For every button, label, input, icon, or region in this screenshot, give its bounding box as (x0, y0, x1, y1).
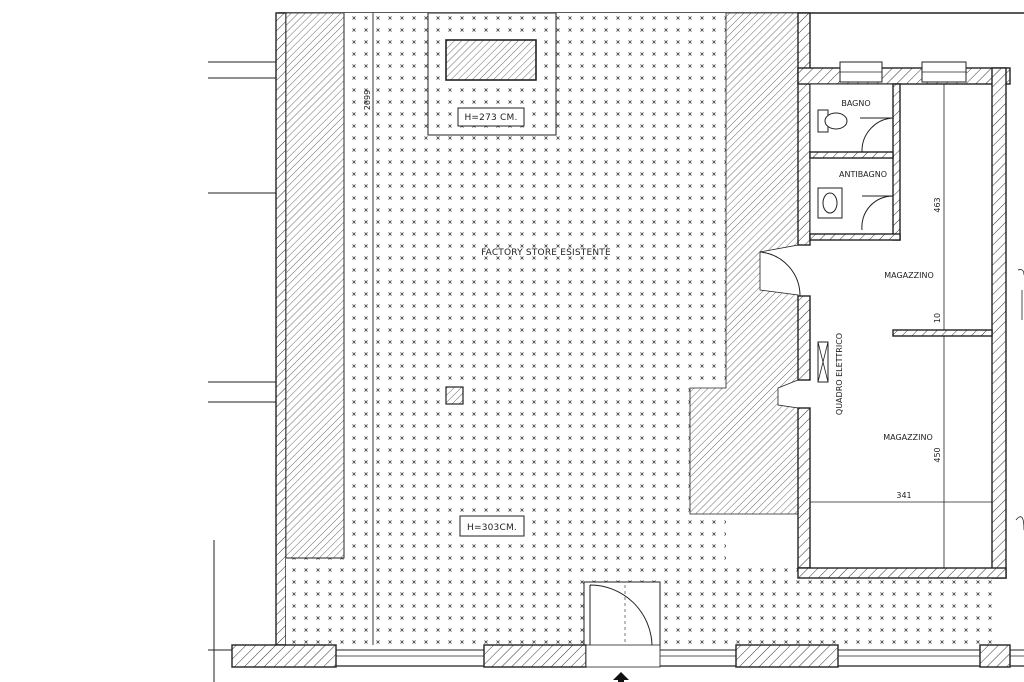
quadro-elettrico-label: QUADRO ELETTRICO (835, 333, 844, 415)
magazzino-upper-label: MAGAZZINO (884, 271, 934, 280)
right-edge-marks (1015, 269, 1024, 531)
antibagno-label: ANTIBAGNO (839, 170, 887, 179)
entrance-door-frame (583, 581, 661, 649)
antibagno-door (861, 195, 894, 231)
right-party-wall-mid (797, 295, 811, 381)
bathroom-partition (892, 83, 901, 241)
magazzino-bottom-wall (797, 567, 1007, 579)
bagno-door (860, 117, 894, 153)
bagno-divider (809, 151, 894, 159)
dimension-341: 341 (896, 491, 911, 500)
height-upper-box (457, 107, 525, 127)
adjacent-unit-lines (208, 61, 276, 682)
height-lower-label: H=303CM. (467, 523, 517, 533)
skylight (445, 39, 537, 81)
sink-icon (817, 187, 843, 219)
floor-guide-lines (286, 13, 374, 645)
right-exterior-wall (991, 67, 1007, 579)
column (445, 386, 464, 405)
height-lower-box (459, 515, 525, 537)
front-facade (231, 644, 1024, 668)
right-party-wall-low (797, 407, 811, 569)
magazzino-door (759, 251, 801, 297)
hatched-floor-left (285, 12, 345, 559)
toilet-icon (817, 109, 848, 133)
entrance-door-swing (589, 584, 653, 646)
left-wall (275, 12, 287, 646)
magazzini-partition (892, 329, 993, 337)
dimension-10: 10 (933, 313, 942, 323)
right-party-wall (797, 12, 811, 246)
factory-store-label: FACTORY STORE ESISTENTE (481, 248, 611, 258)
hatched-floor-right (689, 12, 799, 515)
dimension-450: 450 (933, 447, 942, 462)
bathroom-bottom-wall (809, 233, 901, 241)
magazzino-lower-label: MAGAZZINO (883, 433, 933, 442)
dimension-463: 463 (933, 197, 942, 212)
height-upper-label: H=273 CM. (464, 113, 517, 123)
bagno-label: BAGNO (841, 99, 870, 108)
dimension-2099: 2099 (363, 90, 372, 110)
entrance-arrow-icon (613, 672, 629, 682)
rooms-top-wall (797, 67, 1011, 85)
